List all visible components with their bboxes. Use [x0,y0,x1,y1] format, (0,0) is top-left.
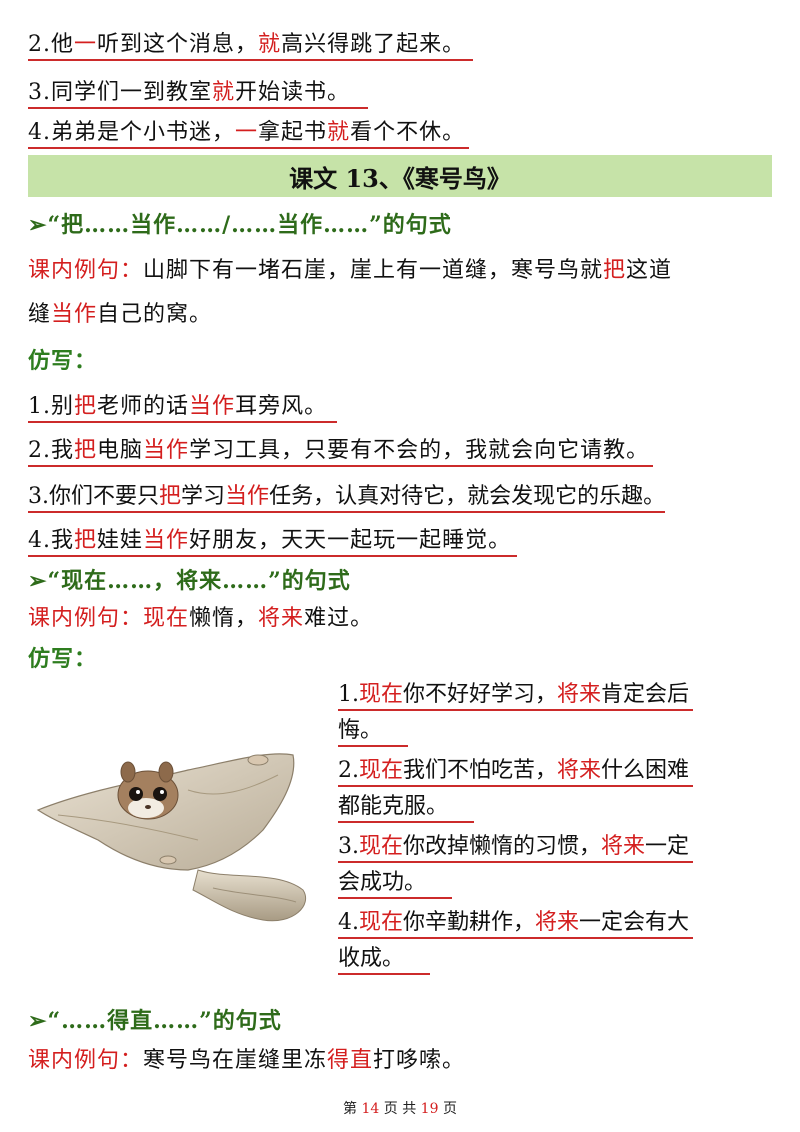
example-line-4: 4.弟弟是个小书迷，一拿起书就看个不休。 [28,118,470,149]
flying-squirrel-illustration [36,753,306,922]
lesson-title-banner: 课文 13、《寒号鸟》 [28,155,772,197]
imitation-item-1: 1.现在你不好好学习，将来肯定会后 [338,680,694,711]
arrow-icon: ➢ [28,568,48,594]
example-sentence: 课内例句：寒号鸟在崖缝里冻得直打哆嗦。 [28,1048,466,1073]
arrow-icon: ➢ [28,1008,48,1034]
example-sentence-line1: 课内例句：山脚下有一堵石崖，崖上有一道缝，寒号鸟就把这道 [28,258,673,283]
example-sentence: 课内例句：现在懒惰，将来难过。 [28,606,374,631]
arrow-icon: ➢ [28,212,48,238]
imitation-item-2: 2.我把电脑当作学习工具，只要有不会的，我就会向它请教。 [28,436,654,467]
imitate-label: 仿写： [28,646,98,672]
example-sentence-line2: 缝当作自己的窝。 [28,302,213,327]
section-heading-ba-dangzuo: ➢“把……当作……/……当作……”的句式 [28,212,452,238]
example-line-2: 2.他一听到这个消息，就高兴得跳了起来。 [28,30,474,61]
section-heading-xianzai-jianglai: ➢“现在……，将来……”的句式 [28,568,351,594]
imitate-label: 仿写： [28,348,98,374]
imitation-item-2: 2.现在我们不怕吃苦，将来什么困难 [338,756,694,787]
page-footer: 第 14 页 共 19 页 [343,1101,457,1117]
imitation-item-1: 1.别把老师的话当作耳旁风。 [28,392,338,423]
example-label: 课内例句： [28,1048,144,1073]
example-line-3: 3.同学们一到教室就开始读书。 [28,78,369,109]
section-heading-dezhi: ➢“……得直……”的句式 [28,1008,282,1034]
imitation-item-3: 3.你们不要只把学习当作任务，认真对待它，就会发现它的乐趣。 [28,482,666,513]
imitation-item-4: 4.我把娃娃当作好朋友，天天一起玩一起睡觉。 [28,526,518,557]
imitation-item-3: 3.现在你改掉懒惰的习惯，将来一定 [338,832,694,863]
page-number: 14 [361,1101,380,1117]
imitation-item-4: 4.现在你辛勤耕作，将来一定会有大 [338,908,694,939]
example-label: 课内例句： [28,606,144,631]
total-pages: 19 [420,1101,439,1117]
example-label: 课内例句： [28,258,144,283]
